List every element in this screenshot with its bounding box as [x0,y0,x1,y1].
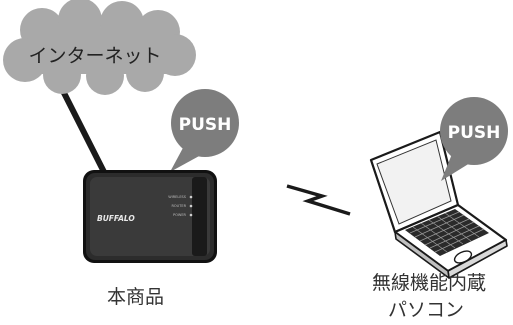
led-power [189,213,193,217]
led-label-wireless: WIRELESS [168,195,187,199]
network-cable [57,82,107,175]
router-push-label: PUSH [179,115,232,135]
laptop-caption-line1: 無線機能内蔵 [372,272,487,294]
cloud-label: インターネット [28,45,161,67]
router-device: BUFFALO WIRELESS ROUTER POWER [83,170,217,263]
led-router [189,204,193,208]
led-label-power: POWER [173,213,187,217]
router-brand: BUFFALO [97,214,135,223]
internet-cloud: インターネット [3,0,196,95]
led-wireless [189,195,193,199]
laptop-push-label: PUSH [448,123,501,143]
laptop-device [369,130,508,279]
led-label-router: ROUTER [171,204,186,208]
laptop-push-bubble: PUSH [440,97,508,181]
router-caption: 本商品 [107,286,165,308]
wireless-signal-icon [286,184,351,216]
laptop-caption-line2: パソコン [388,299,465,321]
router-push-bubble: PUSH [170,89,239,172]
touchpad [453,250,473,264]
